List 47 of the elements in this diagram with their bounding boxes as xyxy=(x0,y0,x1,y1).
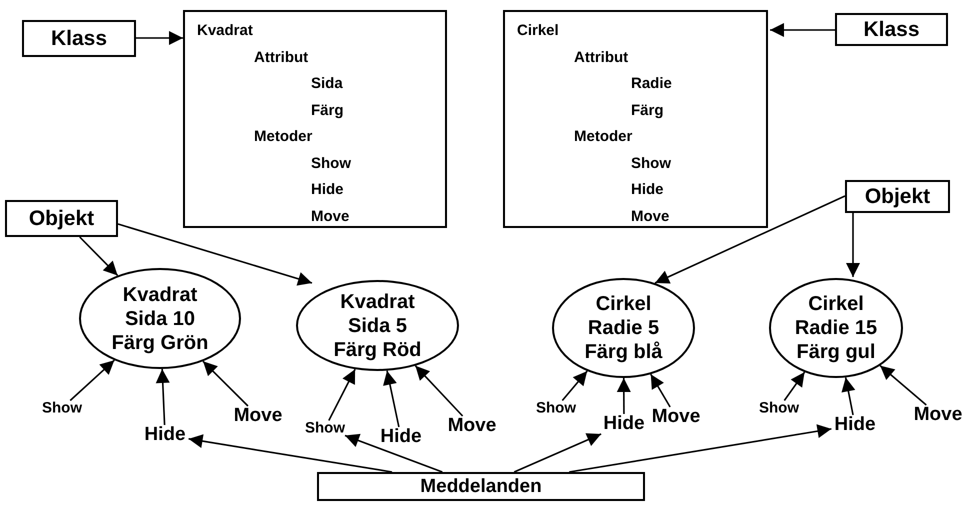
message-label: Show xyxy=(759,400,799,416)
member-name: Hide xyxy=(311,180,344,200)
object-text: Kvadrat xyxy=(340,290,415,314)
member-name: Sida xyxy=(311,74,343,94)
member-name: Färg xyxy=(631,100,664,120)
class-box xyxy=(503,10,768,228)
message-label: Show xyxy=(305,420,345,436)
class-name: Cirkel xyxy=(517,21,559,41)
object-text: Färg Grön xyxy=(112,330,208,354)
label-box: Klass xyxy=(22,20,136,57)
label-box: Objekt xyxy=(5,200,118,237)
object-text: Färg blå xyxy=(584,340,662,364)
member-name: Radie xyxy=(631,74,672,94)
label-box: Klass xyxy=(835,13,948,46)
object-text: Färg Röd xyxy=(334,338,422,362)
section-heading: Metoder xyxy=(254,127,312,147)
object-text: Sida 10 xyxy=(124,306,196,330)
message-label: Hide xyxy=(834,414,876,436)
object-text: Sida 5 xyxy=(348,314,407,338)
section-heading: Metoder xyxy=(574,127,632,147)
member-name: Färg xyxy=(311,100,344,120)
message-label: Hide xyxy=(380,426,422,448)
message-label: Hide xyxy=(144,424,186,446)
class-name: Kvadrat xyxy=(197,21,253,41)
message-label: Move xyxy=(652,406,700,428)
object-text: Färg gul xyxy=(796,340,876,364)
message-label: Move xyxy=(234,405,282,427)
object-text: Radie 5 xyxy=(588,316,660,340)
message-label: Move xyxy=(914,404,962,426)
message-label: Show xyxy=(536,400,576,416)
message-label: Move xyxy=(448,415,496,437)
message-label: Hide xyxy=(603,413,645,435)
label-box: Objekt xyxy=(845,180,950,213)
member-name: Move xyxy=(311,206,350,226)
member-name: Show xyxy=(631,154,671,174)
object-text: Radie 15 xyxy=(794,316,878,340)
label-box: Meddelanden xyxy=(317,472,645,501)
message-label: Show xyxy=(42,400,82,416)
class-box xyxy=(183,10,447,228)
member-name: Show xyxy=(311,154,351,174)
object-text: Cirkel xyxy=(596,292,652,316)
object-text: Kvadrat xyxy=(122,282,198,306)
section-heading: Attribut xyxy=(254,48,308,68)
object-text: Cirkel xyxy=(808,292,864,316)
member-name: Hide xyxy=(631,180,664,200)
section-heading: Attribut xyxy=(574,48,628,68)
member-name: Move xyxy=(631,206,670,226)
